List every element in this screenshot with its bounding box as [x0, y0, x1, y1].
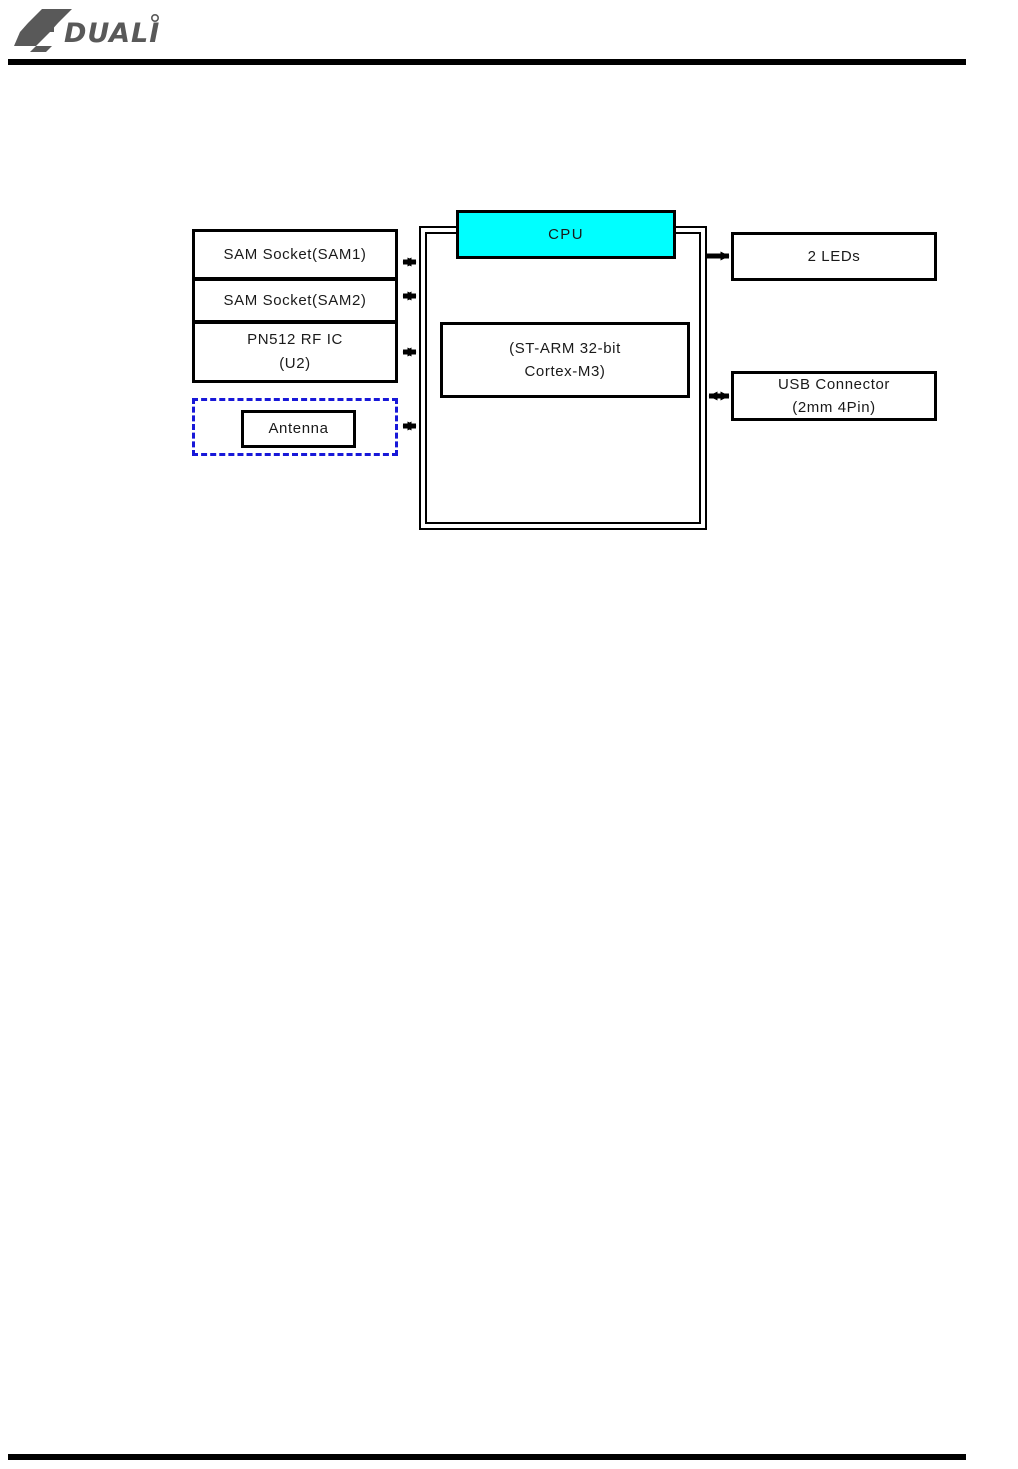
node-cpu-core[interactable]: (ST-ARM 32-bit Cortex-M3)	[440, 322, 690, 398]
node-cpu-core-label-line2: Cortex-M3)	[524, 363, 606, 380]
node-pn512-rf-ic[interactable]: PN512 RF IC (U2)	[195, 324, 395, 380]
node-sam-socket-1[interactable]: SAM Socket(SAM1)	[195, 232, 395, 281]
node-pn512-rf-ic-label-line2: (U2)	[279, 355, 311, 372]
node-leds[interactable]: 2 LEDs	[731, 232, 937, 281]
node-sam-socket-2[interactable]: SAM Socket(SAM2)	[195, 281, 395, 324]
page-header: DUALI	[0, 0, 1018, 70]
node-antenna-label: Antenna	[268, 420, 329, 438]
node-sam-socket-1-label: SAM Socket(SAM1)	[223, 245, 367, 263]
header-divider	[8, 59, 966, 65]
connector-layer	[0, 0, 1018, 600]
left-peripheral-stack: SAM Socket(SAM1) SAM Socket(SAM2) PN512 …	[192, 229, 398, 383]
node-usb-connector-label-line2: (2mm 4Pin)	[792, 399, 876, 416]
node-pn512-rf-ic-label-line1: PN512 RF IC	[247, 331, 343, 348]
footer-divider	[8, 1454, 966, 1460]
duali-logo: DUALI	[14, 6, 174, 54]
node-usb-connector-label-line1: USB Connector	[777, 375, 891, 393]
antenna-group-boundary: Antenna	[192, 398, 398, 456]
node-cpu-core-label-line1: (ST-ARM 32-bit	[509, 339, 621, 357]
node-usb-connector[interactable]: USB Connector (2mm 4Pin)	[731, 371, 937, 421]
node-cpu[interactable]: CPU	[456, 210, 676, 259]
node-leds-label: 2 LEDs	[807, 247, 861, 265]
node-antenna[interactable]: Antenna	[241, 410, 356, 448]
system-block-diagram: SAM Socket(SAM1) SAM Socket(SAM2) PN512 …	[0, 0, 1018, 600]
svg-text:DUALI: DUALI	[64, 18, 160, 49]
node-sam-socket-2-label: SAM Socket(SAM2)	[223, 291, 367, 309]
node-cpu-label: CPU	[548, 226, 584, 243]
